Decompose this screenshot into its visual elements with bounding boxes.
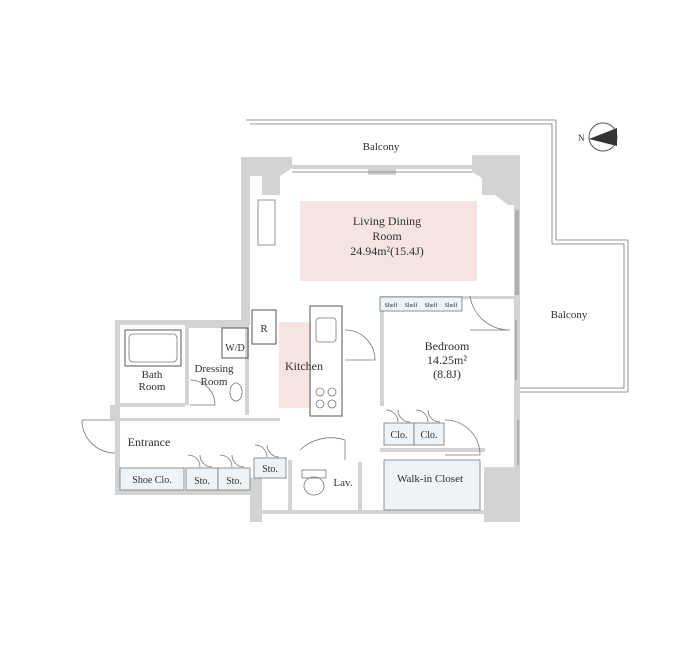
dressing-room-label: Dressing [194, 363, 234, 375]
shelf-label: Shelf [445, 302, 458, 309]
washbasin [229, 382, 243, 402]
storage-label-2: Sto. [226, 476, 242, 487]
shoe-closet-label: Shoe Clo. [132, 475, 171, 486]
living-area-label: 24.94m²(15.4J) [350, 244, 424, 258]
bedroom-label: Bedroom [425, 339, 470, 353]
refrigerator-box [251, 309, 277, 345]
closet-label-2: Clo. [421, 430, 438, 441]
refrigerator-label: R [260, 323, 268, 335]
compass: N [578, 122, 618, 152]
balcony-top-outline [246, 119, 629, 393]
shelf-label: Shelf [385, 302, 398, 309]
living-dining-area-highlight [300, 201, 477, 281]
toilet [301, 469, 327, 496]
lavatory-label: Lav. [333, 477, 352, 489]
bath-tub [124, 329, 182, 367]
living-room-label: Room [372, 229, 402, 243]
storage-boxes [119, 296, 481, 511]
balcony-right-label: Balcony [551, 309, 588, 321]
kitchen-label: Kitchen [285, 359, 323, 373]
kitchen-area-highlight [279, 322, 311, 408]
living-dining-label: Living Dining [353, 214, 421, 228]
closet-label-1: Clo. [391, 430, 408, 441]
shelf-label: Shelf [425, 302, 438, 309]
bedroom-area-label: 14.25m² [427, 353, 467, 367]
shelf-label: Shelf [405, 302, 418, 309]
washer-dryer-box [221, 327, 249, 359]
windows [292, 171, 519, 465]
entrance-label: Entrance [128, 435, 171, 449]
dressing-room-label-2: Room [201, 376, 228, 388]
bedroom-tatami-label: (8.8J) [433, 367, 461, 381]
storage-label-1: Sto. [194, 476, 210, 487]
balcony-top-label: Balcony [363, 141, 400, 153]
washer-dryer-label: W/D [225, 343, 244, 354]
doors [81, 199, 511, 468]
bath-room-label-2: Room [139, 381, 166, 393]
compass-north-label: N [578, 133, 585, 143]
bath-room-label: Bath [142, 369, 163, 381]
walls [110, 155, 520, 522]
walk-in-closet-label: Walk-in Closet [397, 473, 463, 485]
storage-label-3: Sto. [262, 464, 278, 475]
kitchen-counter [309, 305, 343, 417]
